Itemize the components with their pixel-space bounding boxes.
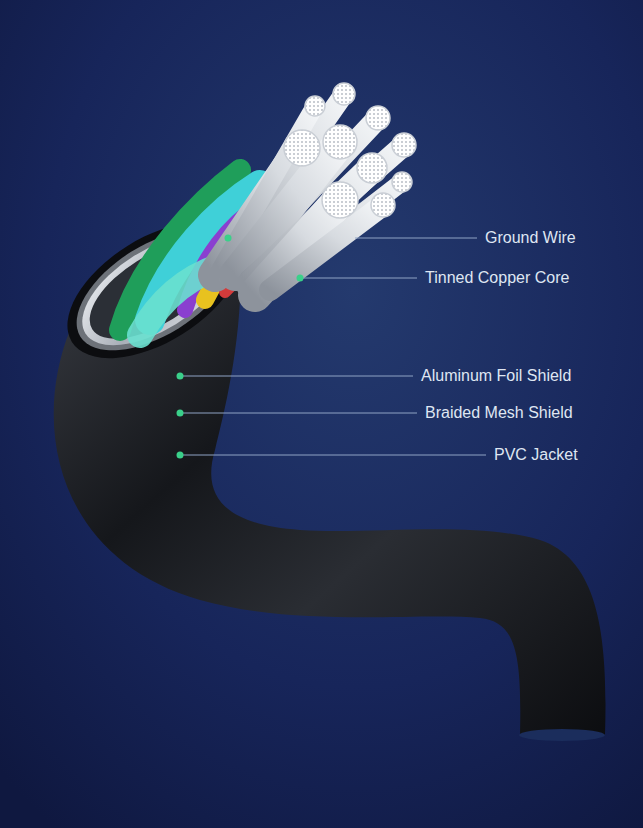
strand-ends	[284, 83, 416, 218]
part-label: Braided Mesh Shield	[425, 403, 573, 423]
part-label: PVC Jacket	[494, 445, 578, 465]
pvc-jacket	[54, 245, 606, 735]
part-label: Tinned Copper Core	[425, 268, 569, 288]
copper-strands	[215, 94, 404, 295]
part-label: Ground Wire	[485, 228, 576, 248]
part-label: Aluminum Foil Shield	[421, 366, 571, 386]
leader-dots	[177, 235, 304, 459]
cable-end	[519, 729, 605, 741]
